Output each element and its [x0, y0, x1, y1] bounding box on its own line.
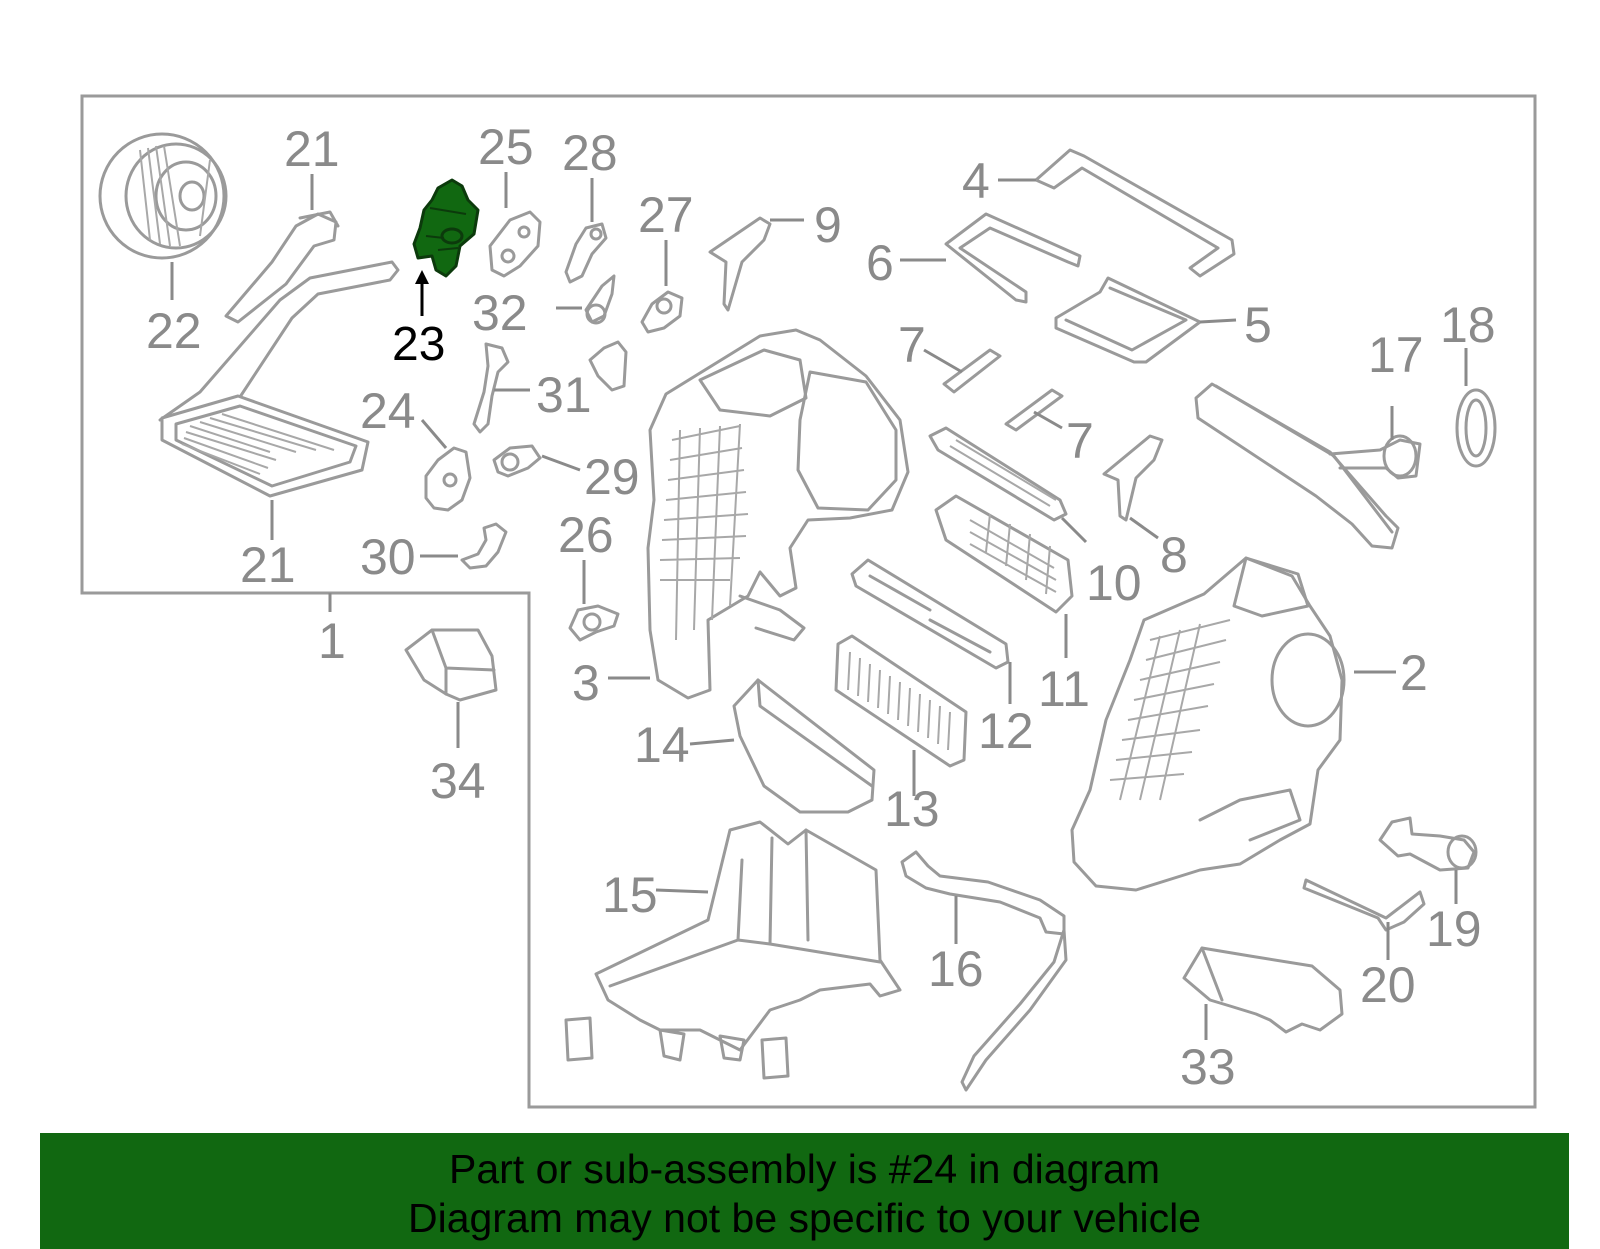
part-26-bracket[interactable] — [488, 210, 542, 278]
callout-1: 1 — [318, 613, 346, 669]
callout-11: 11 — [1038, 661, 1090, 717]
callout-13: 13 — [884, 781, 940, 837]
part-9-seal[interactable] — [708, 216, 772, 312]
part-4-seal-frame[interactable] — [1034, 148, 1236, 278]
callout-15: 15 — [602, 867, 658, 923]
part-24-arrowhead — [415, 270, 429, 284]
part-25-actuator[interactable] — [424, 446, 472, 512]
part-19-valve[interactable] — [1378, 816, 1478, 872]
part-14-duct[interactable] — [732, 678, 876, 814]
callout-28: 27 — [638, 187, 694, 243]
part-6-seal[interactable] — [944, 212, 1082, 304]
part-7-strip-upper[interactable] — [942, 348, 1002, 394]
part-32-link[interactable] — [472, 342, 510, 434]
callout-labels: 21 22 21 23 25 28 27 32 31 24 29 30 26 1… — [146, 119, 1496, 1095]
part-29-lever[interactable] — [564, 222, 608, 284]
part-10-door[interactable] — [928, 426, 1068, 522]
callout-18: 18 — [1440, 297, 1496, 353]
part-21-heater-core[interactable] — [158, 260, 400, 498]
callout-20: 20 — [1360, 957, 1416, 1013]
callout-24: 23 — [392, 318, 445, 371]
callout-3: 3 — [572, 655, 600, 711]
part-5-seal[interactable] — [1054, 276, 1202, 364]
callout-22: 21 — [284, 121, 340, 177]
part-35-duct[interactable] — [404, 628, 498, 702]
callout-7-lower: 7 — [1066, 413, 1094, 469]
part-23-blower-motor[interactable] — [98, 132, 228, 260]
part-2-case-right[interactable] — [1070, 556, 1346, 892]
part-34-duct[interactable] — [1182, 946, 1344, 1034]
part-24-actuator[interactable] — [412, 178, 480, 278]
callout-16: 16 — [928, 941, 984, 997]
callout-26: 25 — [478, 119, 534, 175]
footer-banner: Part or sub-assembly is #24 in diagram D… — [40, 1133, 1569, 1249]
callout-32: 31 — [536, 367, 592, 423]
part-31-elbow[interactable] — [460, 522, 508, 570]
callout-2: 2 — [1400, 645, 1428, 701]
part-20-sensor[interactable] — [1302, 878, 1426, 932]
callout-33: 32 — [472, 285, 528, 341]
part-7-strip-lower[interactable] — [1004, 388, 1064, 432]
part-3-case-left[interactable] — [646, 328, 910, 700]
footer-line-2: Diagram may not be specific to your vehi… — [407, 1195, 1201, 1241]
callout-10: 10 — [1086, 555, 1142, 611]
callout-29: 28 — [562, 125, 618, 181]
part-17-evaporator[interactable] — [1194, 382, 1422, 550]
callout-6: 6 — [866, 235, 894, 291]
callout-4: 4 — [962, 153, 990, 209]
callout-7-upper: 7 — [898, 317, 926, 373]
parts-diagram: 21 22 21 23 25 28 27 32 31 24 29 30 26 1… — [80, 94, 1537, 1109]
callout-35: 34 — [430, 753, 486, 809]
callout-5: 5 — [1244, 297, 1272, 353]
part-28-cam[interactable] — [640, 290, 684, 334]
callout-12: 12 — [978, 703, 1034, 759]
part-12-door[interactable] — [850, 558, 1010, 670]
callout-9: 9 — [814, 197, 842, 253]
callout-17: 17 — [1368, 327, 1424, 383]
part-27-cam[interactable] — [568, 604, 620, 642]
callout-27: 26 — [558, 507, 614, 563]
part-33-cam[interactable] — [584, 274, 616, 325]
callout-34: 33 — [1180, 1039, 1236, 1095]
leader-lines — [170, 172, 1468, 1040]
part-18-grommet[interactable] — [1455, 388, 1497, 468]
callout-19: 19 — [1426, 901, 1482, 957]
part-bracket-small[interactable] — [588, 340, 628, 392]
callout-14: 14 — [634, 717, 690, 773]
callout-21: 21 — [240, 537, 296, 593]
part-22-tube[interactable] — [224, 210, 340, 324]
part-30-cam[interactable] — [492, 444, 542, 478]
callout-30: 29 — [584, 449, 640, 505]
assembly-outline — [80, 94, 1537, 1109]
part-13-filter[interactable] — [834, 634, 968, 768]
part-15-lower-case[interactable] — [564, 820, 902, 1080]
part-16-hose[interactable] — [900, 850, 1068, 1092]
callout-23: 22 — [146, 303, 202, 359]
callout-8: 8 — [1160, 527, 1188, 583]
part-8-seal[interactable] — [1102, 434, 1164, 522]
footer-line-1: Part or sub-assembly is #24 in diagram — [449, 1146, 1160, 1192]
callout-31: 30 — [360, 529, 416, 585]
part-11-door[interactable] — [934, 494, 1074, 614]
callout-25: 24 — [360, 383, 416, 439]
